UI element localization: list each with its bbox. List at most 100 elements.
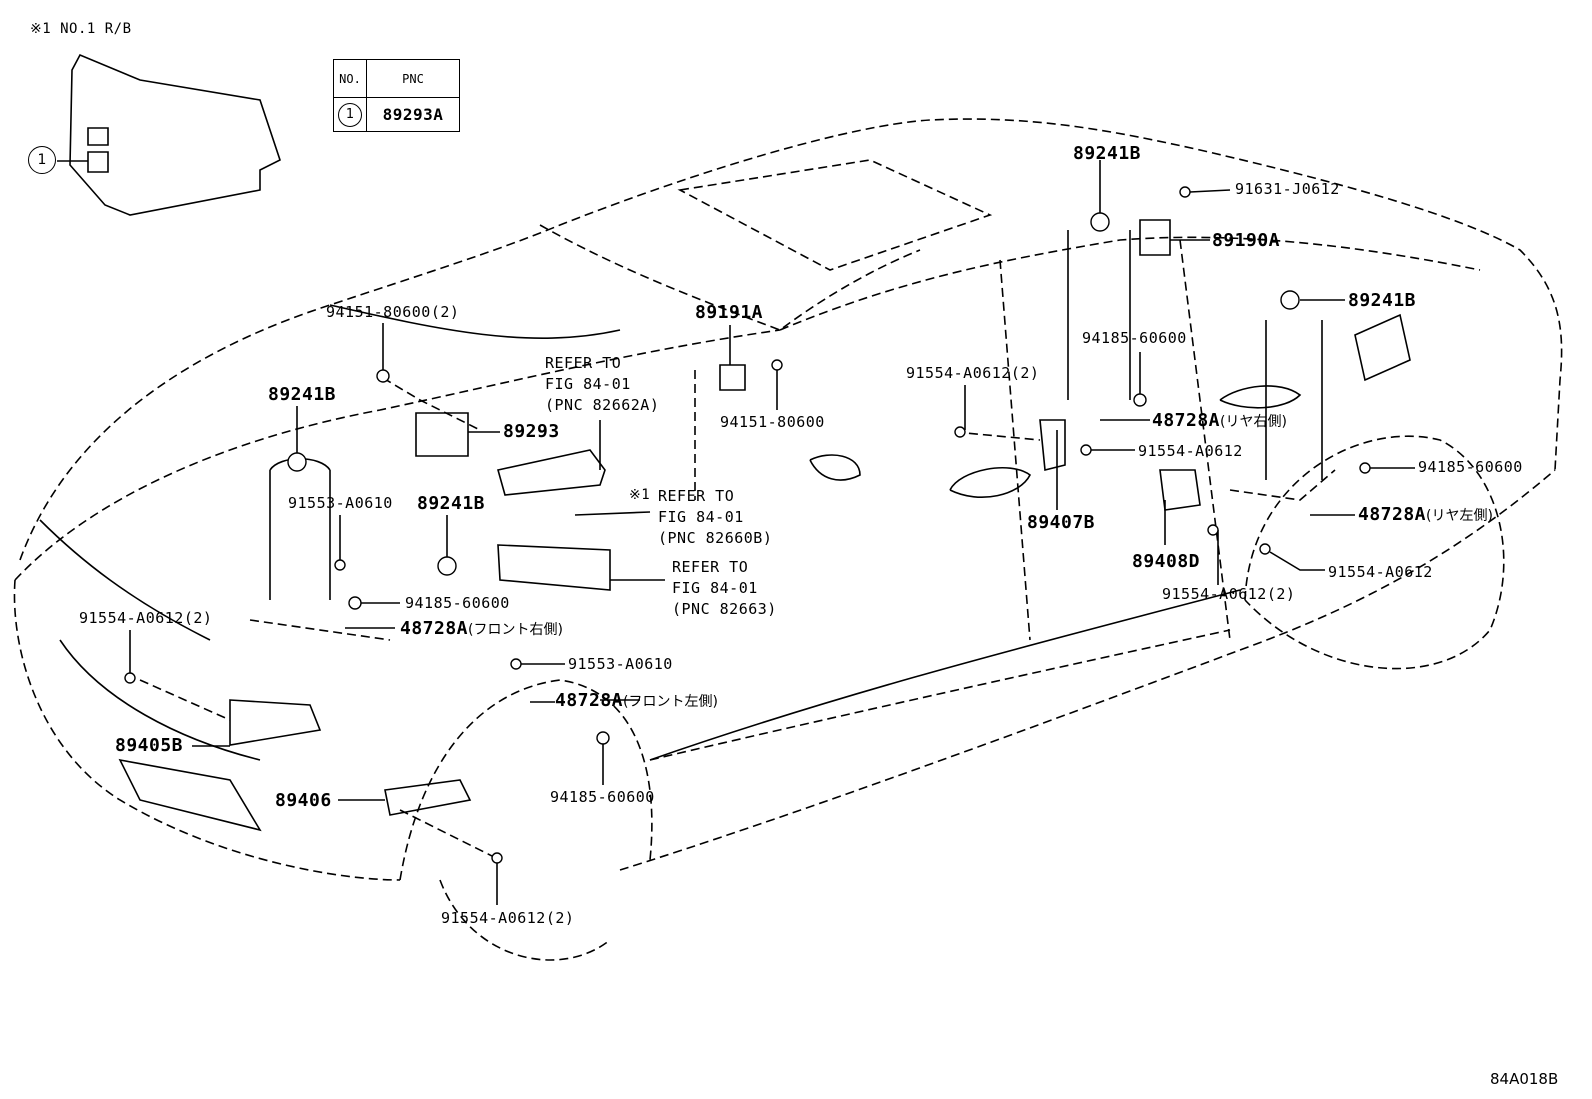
leader-dashed-5	[249, 619, 391, 641]
nut-6	[596, 731, 610, 745]
part-91554-a0612-f[interactable]: 91554-A0612(2)	[441, 909, 575, 927]
mount-top-4	[437, 556, 457, 576]
relay-1-box	[87, 127, 109, 173]
b-pillar	[1179, 239, 1231, 641]
part-89191a[interactable]: 89191A	[695, 302, 764, 323]
part-94185-60600-b[interactable]: 94185-60600	[1418, 458, 1523, 476]
bolt-4	[1207, 524, 1219, 536]
rear-door-handle	[1219, 385, 1302, 409]
bolt-3	[1080, 444, 1092, 456]
nut-4	[1359, 462, 1371, 474]
front-wheel	[439, 879, 611, 961]
a-pillar	[999, 259, 1031, 641]
table-cell-pnc: 89293A	[366, 97, 460, 132]
rear-wheel	[1244, 435, 1505, 670]
part-91553-a0610-a[interactable]: 91553-A0610	[288, 494, 393, 512]
body-side	[619, 469, 1556, 871]
ecu-89293	[415, 412, 469, 457]
part-89241b-mid[interactable]: 89241B	[417, 493, 486, 514]
bracket-89405b	[229, 699, 322, 746]
part-91554-a0612-b[interactable]: 91554-A0612	[1328, 563, 1433, 581]
bolt-1	[1179, 186, 1191, 198]
refer-mark-1: ※1	[629, 487, 651, 503]
leader-dashed-7	[399, 809, 501, 861]
leader-dashed-4	[1229, 469, 1336, 501]
leader-91554-b	[1269, 551, 1325, 571]
refer-82662a[interactable]: REFER TO FIG 84-01 (PNC 82662A)	[545, 354, 660, 414]
shock-rear-left	[1067, 230, 1131, 400]
part-91553-a0610-b[interactable]: 91553-A0610	[568, 655, 673, 673]
fog-lamp	[118, 758, 262, 832]
part-89405b[interactable]: 89405B	[115, 735, 184, 756]
part-91554-a0612-a[interactable]: 91554-A0612	[1138, 442, 1243, 460]
leader-refer-2	[574, 511, 651, 516]
side-window-outline	[779, 236, 1481, 331]
shock-front-left	[269, 458, 331, 600]
bolt-8	[510, 658, 522, 670]
part-94185-60600-a[interactable]: 94185-60600	[1082, 329, 1187, 347]
part-94185-60600-d[interactable]: 94185-60600	[550, 788, 655, 806]
part-94185-60600-c[interactable]: 94185-60600	[405, 594, 510, 612]
nut-1	[376, 369, 390, 383]
pnc-table: NO. PNC 1 89293A	[333, 59, 460, 132]
part-91631-j0612[interactable]: 91631-J0612	[1235, 180, 1340, 198]
leader-dashed-1	[382, 377, 481, 431]
rocker	[649, 629, 1231, 761]
part-94151-80600-a[interactable]: 94151-80600(2)	[326, 303, 460, 321]
sensor-89191a	[719, 364, 746, 391]
bracket-89406	[384, 779, 472, 816]
relay-block	[69, 53, 281, 216]
bracket-89407b	[1039, 419, 1066, 472]
part-91554-a0612-e[interactable]: 91554-A0612(2)	[79, 609, 213, 627]
part-91554-a0612-d[interactable]: 91554-A0612(2)	[906, 364, 1040, 382]
part-89241b-right[interactable]: 89241B	[1348, 290, 1417, 311]
sensor-89190a	[1139, 219, 1171, 256]
bolt-9	[491, 852, 503, 864]
part-89241b-top[interactable]: 89241B	[1073, 143, 1142, 164]
bolt-7	[124, 672, 136, 684]
headlamp	[39, 519, 211, 641]
part-89241b-left[interactable]: 89241B	[268, 384, 337, 405]
nut-2	[771, 359, 783, 371]
nut-3	[1133, 393, 1147, 407]
figure-id: 84A018B	[1490, 1070, 1559, 1088]
part-94151-80600-b[interactable]: 94151-80600	[720, 413, 825, 431]
inset-callout-1: 1	[28, 146, 56, 174]
shock-rear-right	[1265, 320, 1323, 480]
door-handle	[949, 467, 1032, 498]
part-89408d[interactable]: 89408D	[1132, 551, 1201, 572]
part-48728a-front-right[interactable]: 48728A(フロント右側)	[400, 618, 563, 639]
leader-91631	[1189, 189, 1231, 193]
table-header-pnc: PNC	[366, 59, 460, 98]
header-note: ※1 NO.1 R/B	[30, 21, 132, 37]
leader-dashed-6	[139, 679, 231, 721]
part-48728a-front-left[interactable]: 48728A(フロント左側)	[555, 690, 718, 711]
front-grille	[59, 639, 261, 761]
part-89407b[interactable]: 89407B	[1027, 512, 1096, 533]
bolt-6	[334, 559, 346, 571]
part-89190a[interactable]: 89190A	[1212, 230, 1281, 251]
mount-top-1	[1090, 212, 1110, 232]
mount-top-2	[1280, 290, 1300, 310]
windshield-outline	[539, 224, 921, 331]
part-48728a-rear-right[interactable]: 48728A(リヤ右側)	[1152, 410, 1287, 431]
roof-outline	[19, 118, 1563, 561]
nut-5	[348, 596, 362, 610]
hood-outline	[14, 329, 781, 581]
fuel-lid	[1354, 313, 1411, 382]
bracket-82663	[497, 544, 611, 591]
part-89406[interactable]: 89406	[275, 790, 332, 811]
part-48728a-rear-left[interactable]: 48728A(リヤ左側)	[1358, 504, 1493, 525]
windshield-lower	[329, 304, 621, 339]
cover-82662a	[497, 449, 606, 496]
refer-82663[interactable]: REFER TO FIG 84-01 (PNC 82663)	[672, 558, 777, 618]
part-91554-a0612-c[interactable]: 91554-A0612(2)	[1162, 585, 1296, 603]
sunroof-outline	[677, 159, 993, 271]
part-89293[interactable]: 89293	[503, 421, 560, 442]
body-crease	[649, 589, 1241, 761]
refer-82660b[interactable]: REFER TO FIG 84-01 (PNC 82660B)	[658, 487, 773, 547]
bracket-89408d	[1159, 469, 1201, 511]
table-cell-no: 1	[333, 97, 367, 132]
